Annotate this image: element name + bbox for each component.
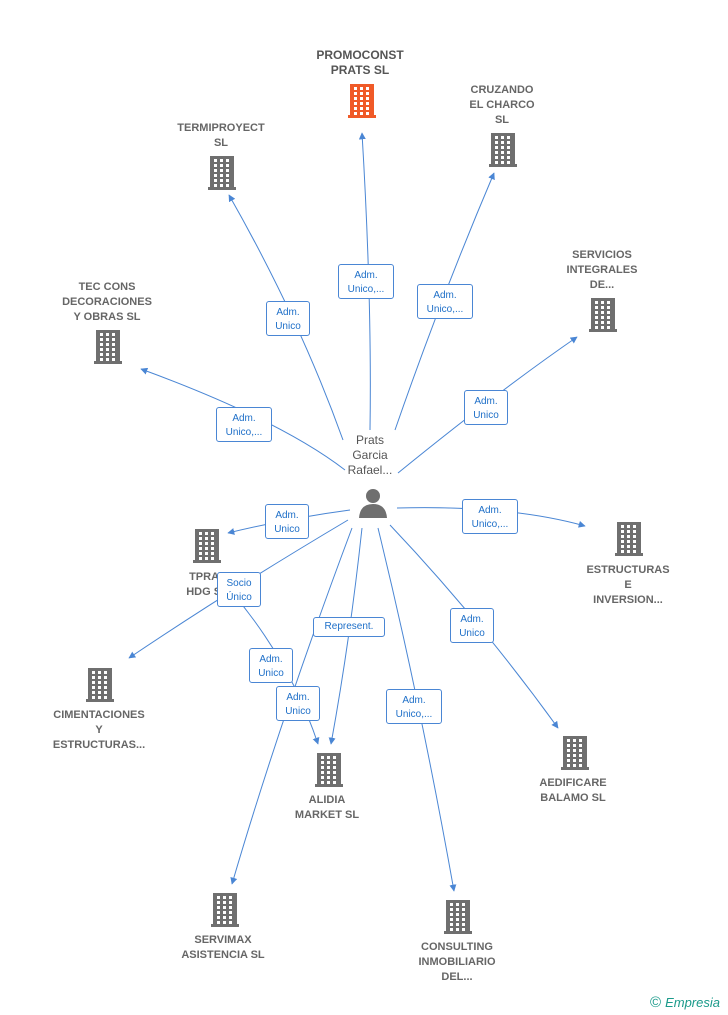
building-icon[interactable] <box>208 156 236 190</box>
relation-label-promoconst[interactable]: Adm. Unico,... <box>338 264 394 299</box>
relation-label-alidia[interactable]: Adm. Unico <box>249 648 293 683</box>
copyright-icon: © <box>650 994 662 1011</box>
node-icons <box>86 84 643 934</box>
company-name-termiproyect[interactable]: TERMIPROYECT SL <box>177 122 265 149</box>
brand-logo: ©Empresia <box>650 994 720 1011</box>
relation-label-servicios[interactable]: Adm. Unico <box>464 390 508 425</box>
relation-label-alidia[interactable]: Represent. <box>313 617 385 637</box>
relation-label-teccons[interactable]: Adm. Unico,... <box>216 407 272 442</box>
relation-edge-alidia <box>328 527 363 745</box>
building-icon[interactable] <box>348 84 376 118</box>
company-name-promoconst[interactable]: PROMOCONST PRATS SL <box>316 48 404 77</box>
company-name-servimax[interactable]: SERVIMAX ASISTENCIA SL <box>181 934 265 961</box>
building-icon[interactable] <box>444 900 472 934</box>
relation-label-termiproyect[interactable]: Adm. Unico <box>266 301 310 336</box>
relation-label-consulting[interactable]: Adm. Unico,... <box>386 689 442 724</box>
building-icon[interactable] <box>94 330 122 364</box>
company-name-consulting[interactable]: CONSULTING INMOBILIARIO DEL... <box>418 941 496 983</box>
person-name[interactable]: Prats Garcia Rafael... <box>347 433 393 477</box>
person-icon[interactable] <box>359 489 387 518</box>
relation-label-servimax[interactable]: Adm. Unico <box>276 686 320 721</box>
building-icon[interactable] <box>86 668 114 702</box>
brand-name: Empresia <box>665 995 720 1010</box>
company-name-alidia[interactable]: ALIDIA MARKET SL <box>294 794 360 821</box>
building-icon[interactable] <box>589 298 617 332</box>
relation-label-aedificare[interactable]: Adm. Unico <box>450 608 494 643</box>
company-name-cimentaciones[interactable]: CIMENTACIONES Y ESTRUCTURAS... <box>52 709 146 751</box>
building-icon[interactable] <box>315 753 343 787</box>
building-icon[interactable] <box>561 736 589 770</box>
building-icon[interactable] <box>211 893 239 927</box>
building-icon[interactable] <box>615 522 643 556</box>
relation-label-cimentaciones[interactable]: Socio Único <box>217 572 261 607</box>
relation-label-tprat[interactable]: Adm. Unico <box>265 504 309 539</box>
company-name-teccons[interactable]: TEC CONS DECORACIONES Y OBRAS SL <box>62 281 152 323</box>
company-name-estructuras[interactable]: ESTRUCTURAS E INVERSION... <box>586 564 670 606</box>
company-name-aedificare[interactable]: AEDIFICARE BALAMO SL <box>539 777 607 804</box>
company-name-cruzando[interactable]: CRUZANDO EL CHARCO SL <box>469 84 535 126</box>
company-name-servicios[interactable]: SERVICIOS INTEGRALES DE... <box>566 249 638 291</box>
relation-label-cruzando[interactable]: Adm. Unico,... <box>417 284 473 319</box>
building-icon[interactable] <box>193 529 221 563</box>
relation-label-estructuras[interactable]: Adm. Unico,... <box>462 499 518 534</box>
building-icon[interactable] <box>489 133 517 167</box>
